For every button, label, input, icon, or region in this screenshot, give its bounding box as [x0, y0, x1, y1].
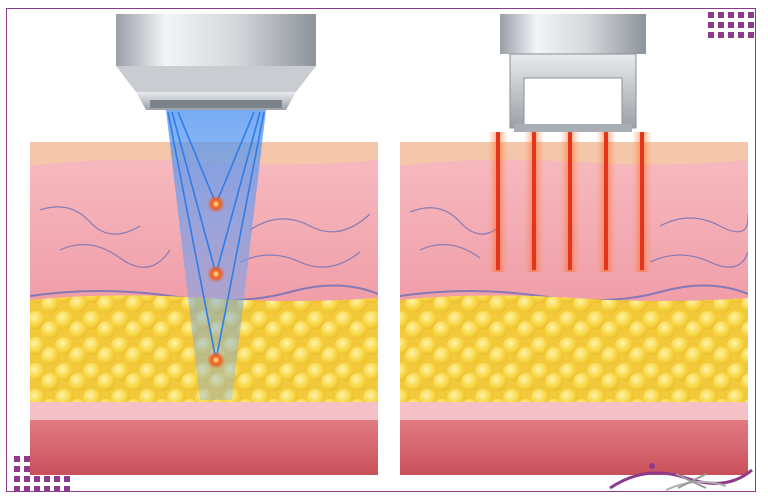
- focal-point-1: [207, 195, 225, 213]
- decorative-dot-grid-top-right: [708, 12, 754, 38]
- fascia-layer: [30, 402, 378, 420]
- microneedle-applicator: [500, 14, 646, 132]
- needle-2: [524, 132, 544, 272]
- muscle-layer: [30, 420, 378, 475]
- needle-1: [488, 132, 508, 272]
- needle-4: [596, 132, 616, 272]
- focal-point-3: [207, 351, 225, 369]
- right-skin-cross-section: [400, 142, 748, 475]
- brand-logo: [609, 463, 753, 491]
- microneedles: [488, 132, 652, 272]
- ultrasound-transducer: [116, 14, 316, 110]
- ultrasound-beam: [166, 110, 266, 400]
- focal-point-2: [207, 265, 225, 283]
- outer-frame: [6, 8, 756, 492]
- needle-3: [560, 132, 580, 272]
- needle-5: [632, 132, 652, 272]
